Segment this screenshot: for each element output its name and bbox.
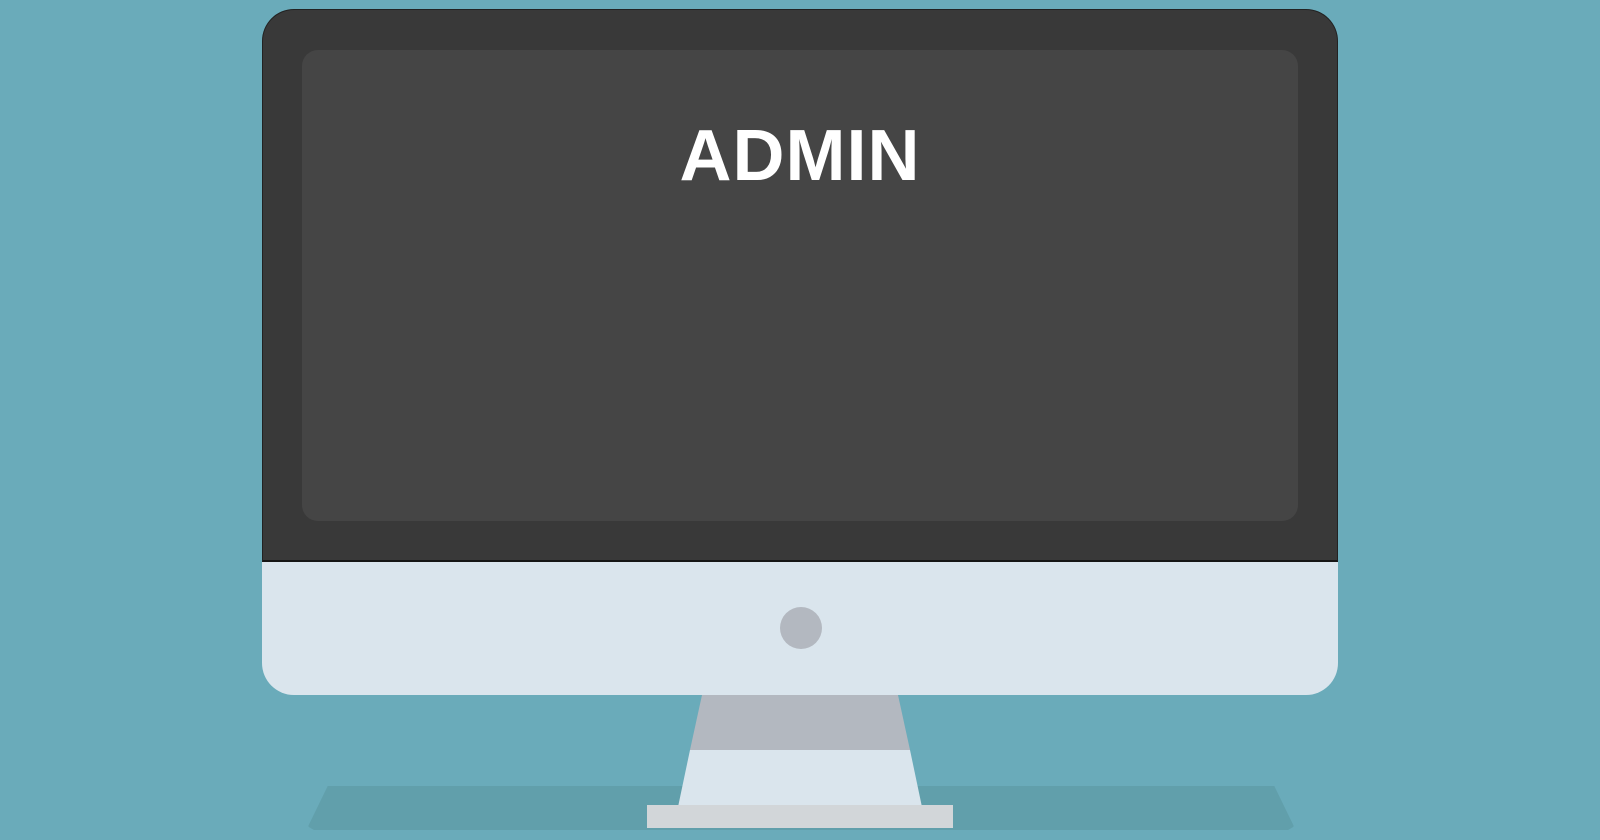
monitor-stand-base (647, 805, 953, 828)
stand-neck-upper (690, 695, 910, 750)
screen-title: ADMIN (679, 116, 921, 196)
monitor-screen: ADMIN (302, 50, 1298, 521)
monitor-stand-neck (678, 695, 922, 807)
stand-neck-lower (678, 750, 922, 807)
camera-dot (780, 607, 822, 649)
